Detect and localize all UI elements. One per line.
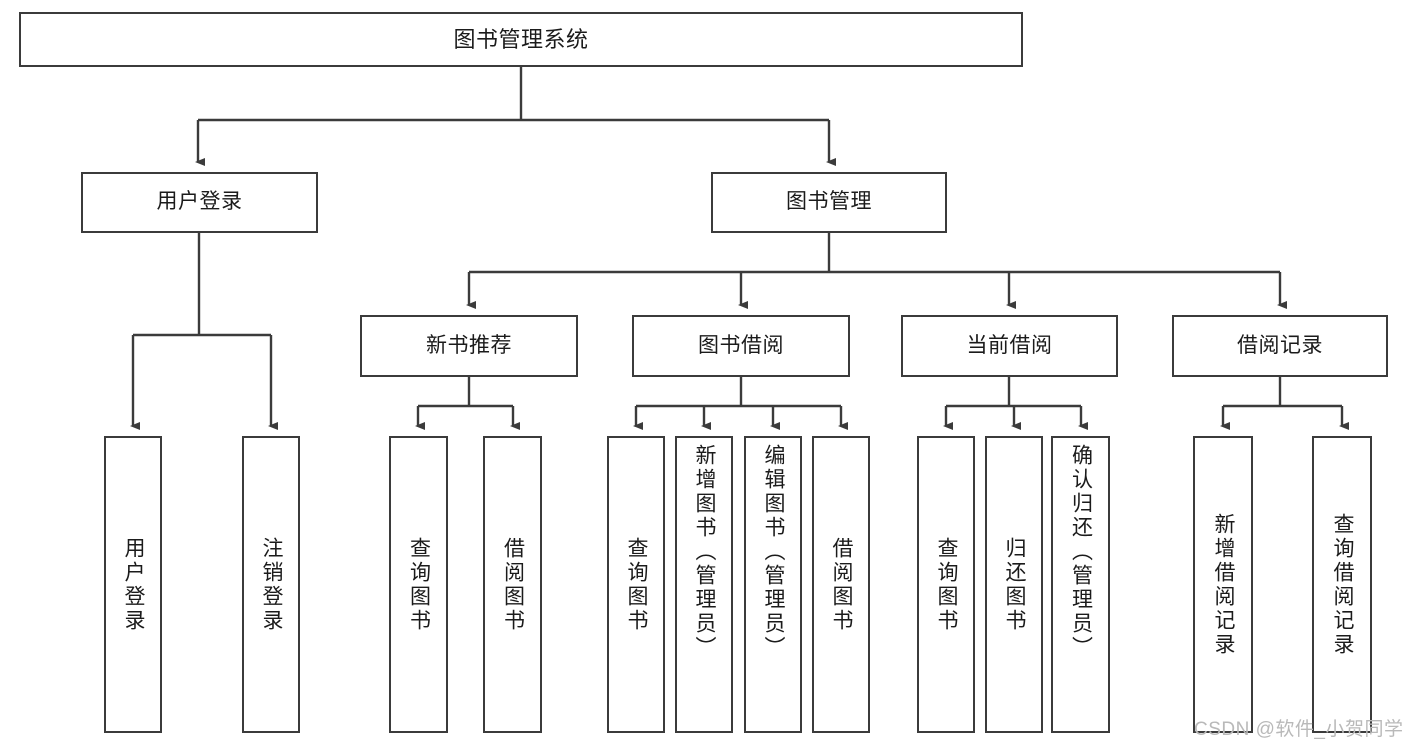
leaf-add-record[interactable]: 新增借阅记录 xyxy=(1193,436,1253,733)
node-root-label: 图书管理系统 xyxy=(453,26,589,52)
node-book-borrow[interactable]: 图书借阅 xyxy=(632,315,850,377)
leaf-borrow-book[interactable]: 借阅图书 xyxy=(812,436,870,733)
leaf-query-record-label: 查询借阅记录 xyxy=(1331,512,1355,657)
leaf-edit-book[interactable]: 编辑图书（管理员） xyxy=(744,436,802,733)
leaf-query-book-recommend[interactable]: 查询图书 xyxy=(389,436,448,733)
leaf-edit-book-label: 编辑图书（管理员） xyxy=(762,444,786,660)
node-user-login-label: 用户登录 xyxy=(156,190,243,214)
leaf-add-book-label: 新增图书（管理员） xyxy=(693,444,717,660)
leaf-query-book-current[interactable]: 查询图书 xyxy=(917,436,975,733)
node-book-manage-label: 图书管理 xyxy=(786,190,872,214)
node-new-book-recommend-label: 新书推荐 xyxy=(426,333,512,357)
csdn-watermark: CSDN @软件_小贺同学 xyxy=(1194,719,1404,740)
leaf-confirm-return-label: 确认归还（管理员） xyxy=(1069,444,1093,660)
node-book-borrow-label: 图书借阅 xyxy=(698,333,784,357)
node-root[interactable]: 图书管理系统 xyxy=(19,12,1023,67)
leaf-add-book[interactable]: 新增图书（管理员） xyxy=(675,436,733,733)
leaf-return-book[interactable]: 归还图书 xyxy=(985,436,1043,733)
node-borrow-record[interactable]: 借阅记录 xyxy=(1172,315,1388,377)
leaf-return-book-label: 归还图书 xyxy=(1003,536,1027,633)
leaf-query-book-current-label: 查询图书 xyxy=(935,536,959,633)
leaf-user-login[interactable]: 用户登录 xyxy=(104,436,162,733)
leaf-query-book-recommend-label: 查询图书 xyxy=(407,536,431,633)
leaf-add-record-label: 新增借阅记录 xyxy=(1212,512,1236,657)
leaf-user-login-label: 用户登录 xyxy=(122,536,146,633)
leaf-logout[interactable]: 注销登录 xyxy=(242,436,300,733)
leaf-logout-label: 注销登录 xyxy=(260,536,284,633)
node-book-manage[interactable]: 图书管理 xyxy=(711,172,947,233)
node-borrow-record-label: 借阅记录 xyxy=(1237,333,1323,357)
leaf-borrow-book-recommend-label: 借阅图书 xyxy=(501,536,525,633)
leaf-query-record[interactable]: 查询借阅记录 xyxy=(1312,436,1372,733)
leaf-query-book-borrow-label: 查询图书 xyxy=(625,536,649,633)
leaf-query-book-borrow[interactable]: 查询图书 xyxy=(607,436,665,733)
leaf-confirm-return[interactable]: 确认归还（管理员） xyxy=(1051,436,1110,733)
node-user-login[interactable]: 用户登录 xyxy=(81,172,318,233)
node-current-borrow-label: 当前借阅 xyxy=(966,333,1053,357)
node-new-book-recommend[interactable]: 新书推荐 xyxy=(360,315,578,377)
leaf-borrow-book-recommend[interactable]: 借阅图书 xyxy=(483,436,542,733)
leaf-borrow-book-label: 借阅图书 xyxy=(830,536,854,633)
node-current-borrow[interactable]: 当前借阅 xyxy=(901,315,1118,377)
